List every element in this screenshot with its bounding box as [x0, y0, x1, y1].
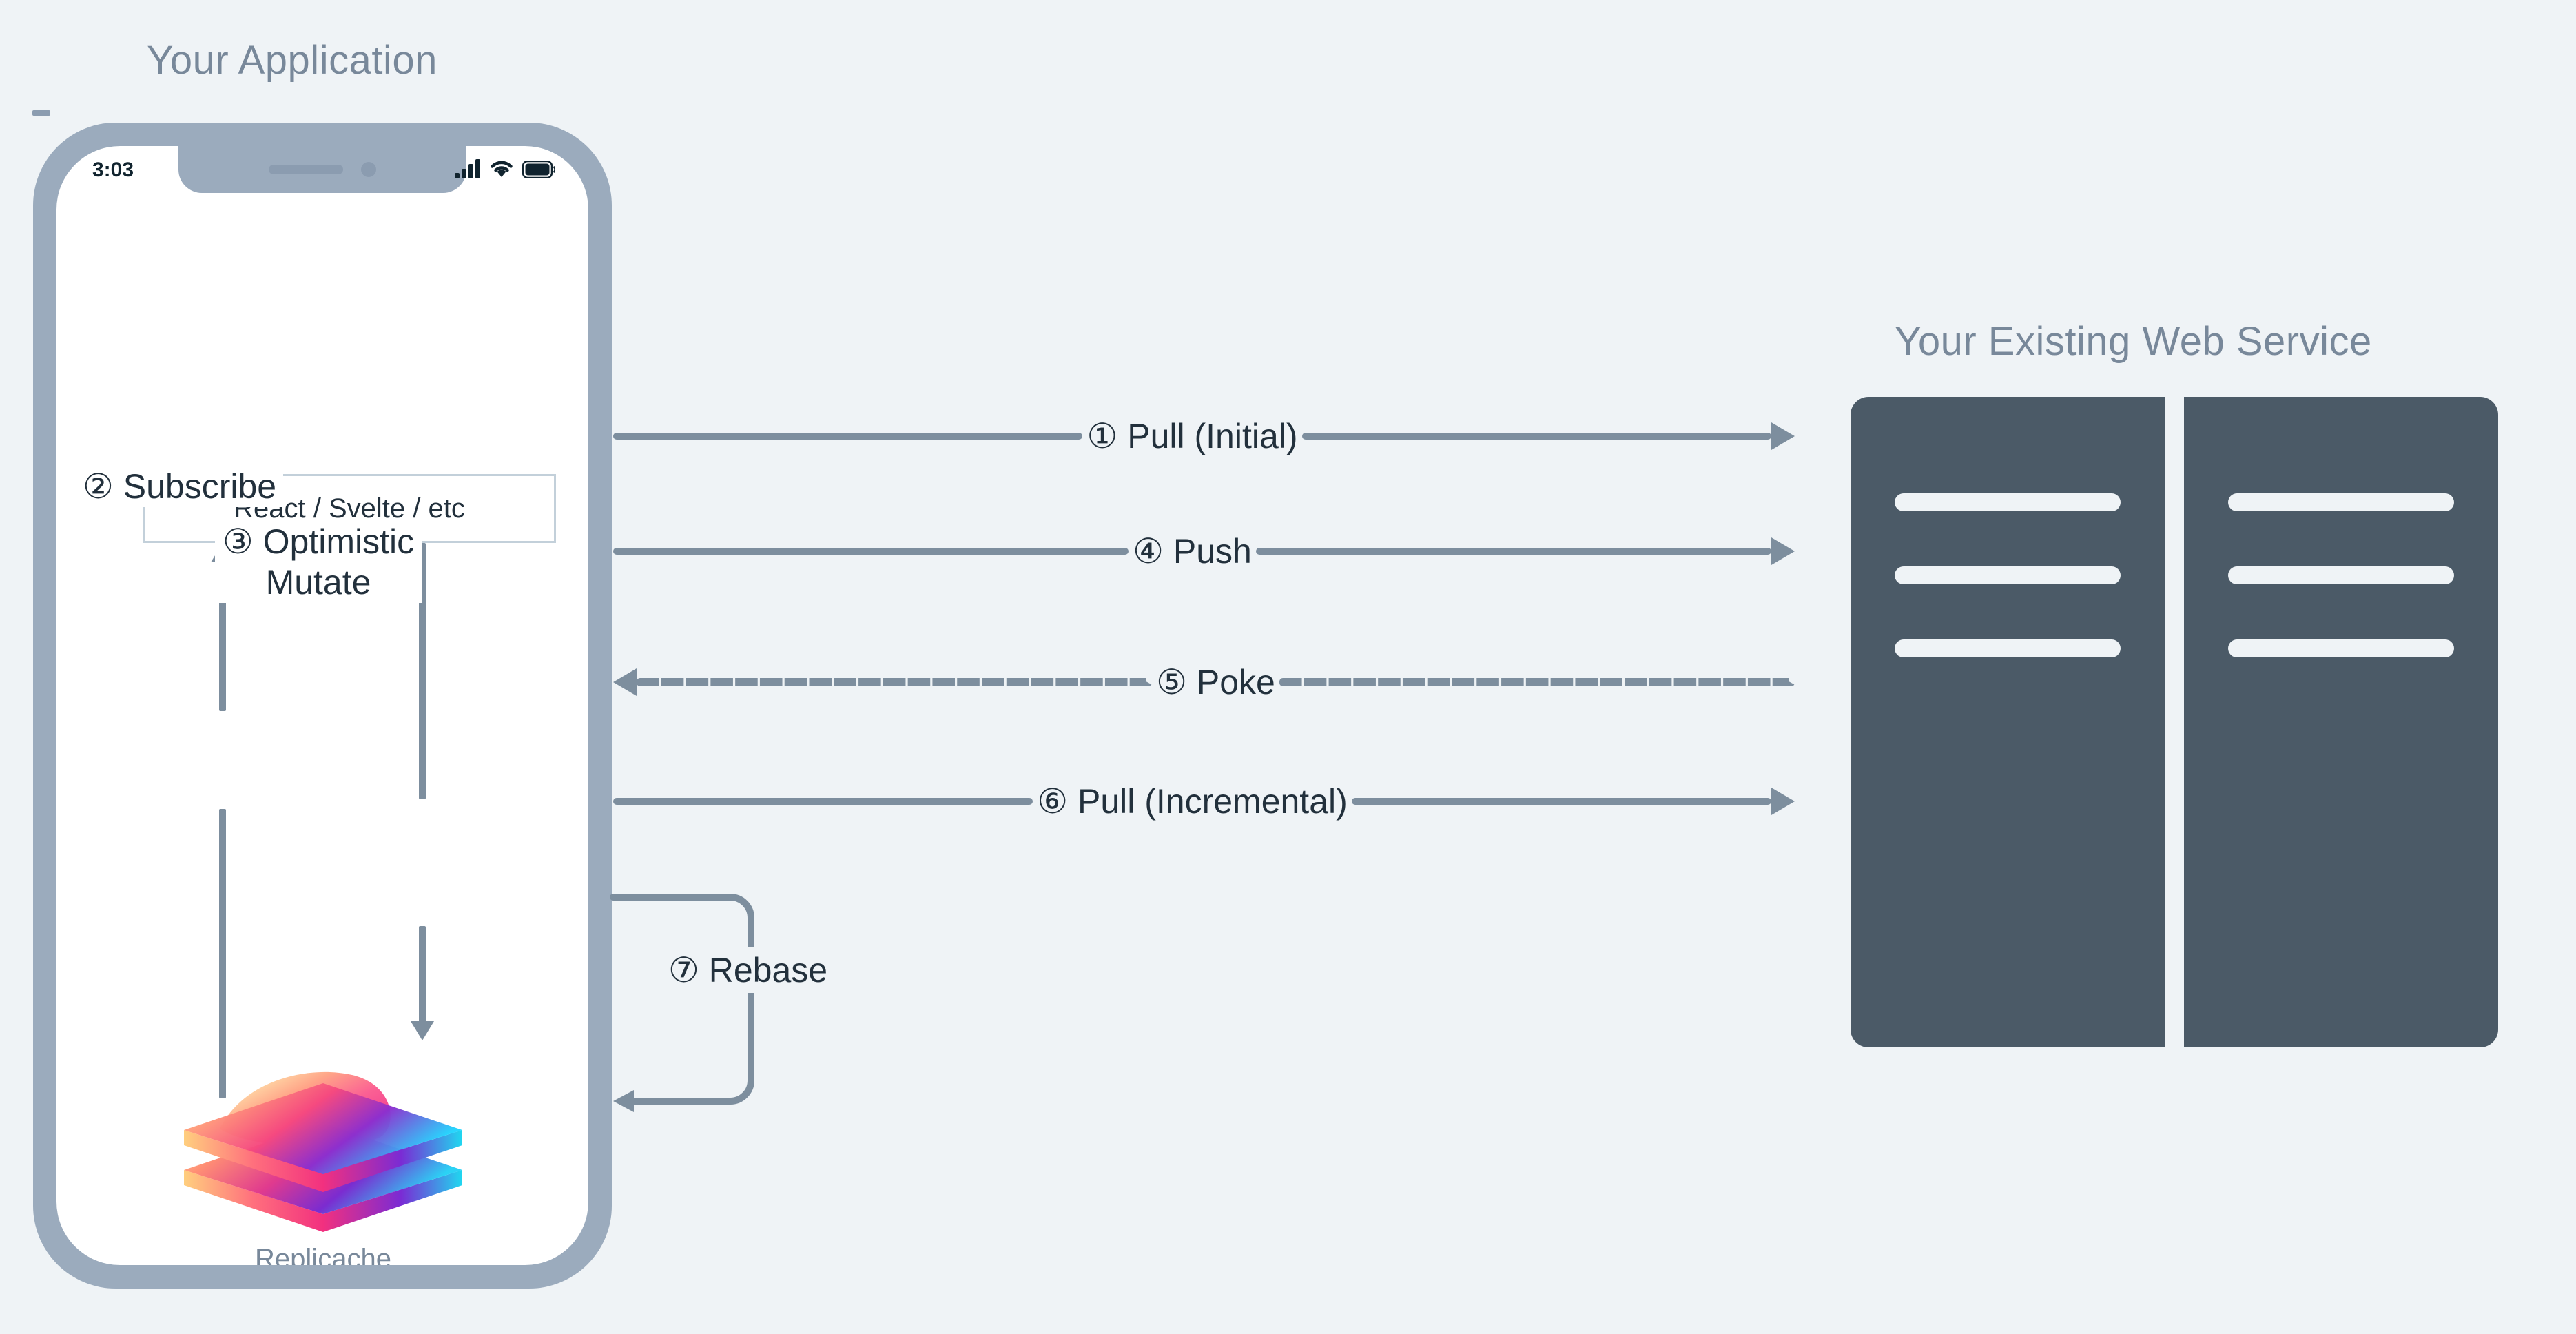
subscribe-arrow-upper-segment	[219, 561, 226, 711]
flow-line-right	[1301, 433, 1771, 440]
battery-icon	[522, 160, 556, 182]
step-mutate-text: Optimistic Mutate	[262, 522, 415, 602]
flow-line-left-dashed	[637, 678, 1153, 686]
replicache-logo-block: Replicache	[175, 1049, 471, 1265]
server-bar	[1894, 639, 2121, 657]
flow-push-number: ④	[1133, 532, 1164, 571]
replicache-layers-logo-icon	[178, 1071, 468, 1238]
rebase-text: Rebase	[708, 951, 828, 989]
status-bar-time: 3:03	[92, 158, 134, 181]
step-subscribe-number: ②	[83, 467, 114, 506]
flow-push-label: ④ Push	[1129, 531, 1256, 571]
server-bar	[2227, 639, 2455, 657]
flow-poke-number: ⑤	[1156, 663, 1187, 701]
your-application-title: Your Application	[147, 38, 437, 83]
server-bar	[1894, 493, 2121, 511]
arrowhead-left-icon	[613, 668, 637, 696]
flow-line-left	[613, 798, 1033, 805]
status-bar-icons	[455, 158, 556, 182]
flow-push-text: Push	[1173, 532, 1252, 571]
server-bar	[2227, 493, 2455, 511]
server-bar	[1894, 566, 2121, 584]
step-subscribe-text: Subscribe	[123, 467, 277, 506]
mutate-arrow-upper-segment	[419, 543, 426, 799]
replicache-caption: Replicache	[255, 1244, 391, 1265]
flow-line-right	[1351, 798, 1771, 805]
flow-poke-text: Poke	[1196, 663, 1275, 701]
arrowhead-right-icon	[1771, 788, 1795, 815]
subscribe-arrow-lower-segment	[219, 809, 226, 1098]
flow-line-right-dashed	[1279, 678, 1795, 686]
flow-pull-initial-number: ①	[1086, 417, 1118, 455]
step-subscribe-label: ② Subscribe	[76, 466, 284, 507]
phone-notch	[178, 146, 466, 193]
rebase-label: ⑦ Rebase	[661, 947, 835, 993]
flow-pull-initial: ① Pull (Initial)	[613, 395, 1795, 478]
web-service-title: Your Existing Web Service	[1895, 319, 2372, 364]
phone-mockup: 3:03	[33, 123, 612, 1289]
phone-screen: 3:03	[56, 146, 588, 1265]
status-bar: 3:03	[56, 146, 588, 194]
framework-box: React / Svelte / etc	[143, 474, 556, 543]
server-racks	[1851, 397, 2498, 1047]
phone-top-dash-mark	[32, 110, 50, 116]
front-camera-icon	[361, 162, 376, 177]
flow-pull-initial-label: ① Pull (Initial)	[1082, 416, 1301, 456]
flow-push: ④ Push	[613, 510, 1795, 593]
flow-pull-incremental-label: ⑥ Pull (Incremental)	[1033, 781, 1352, 821]
server-rack-right	[2184, 397, 2498, 1047]
step-mutate-number: ③	[222, 522, 254, 561]
step-optimistic-mutate-label: ③ Optimistic Mutate	[215, 522, 422, 603]
rebase-loop-arrow	[610, 894, 754, 1112]
server-rack-left	[1851, 397, 2165, 1047]
arrowhead-right-icon	[1771, 537, 1795, 565]
server-bar	[2227, 566, 2455, 584]
flow-pull-incremental-number: ⑥	[1037, 782, 1069, 821]
speaker-slot-icon	[269, 165, 343, 174]
cellular-signal-icon	[455, 159, 481, 182]
flow-line-right	[1255, 548, 1772, 555]
flow-pull-incremental: ⑥ Pull (Incremental)	[613, 760, 1795, 843]
flow-line-left	[613, 548, 1129, 555]
flow-pull-incremental-text: Pull (Incremental)	[1077, 782, 1348, 821]
arrowhead-right-icon	[1771, 422, 1795, 450]
flow-poke-label: ⑤ Poke	[1152, 662, 1279, 702]
wifi-icon	[489, 159, 514, 182]
mutate-arrow-lower-segment	[419, 926, 426, 1023]
flow-line-left	[613, 433, 1083, 440]
flow-pull-initial-text: Pull (Initial)	[1127, 417, 1298, 455]
rebase-number: ⑦	[668, 951, 699, 989]
flow-poke: ⑤ Poke	[613, 641, 1795, 724]
